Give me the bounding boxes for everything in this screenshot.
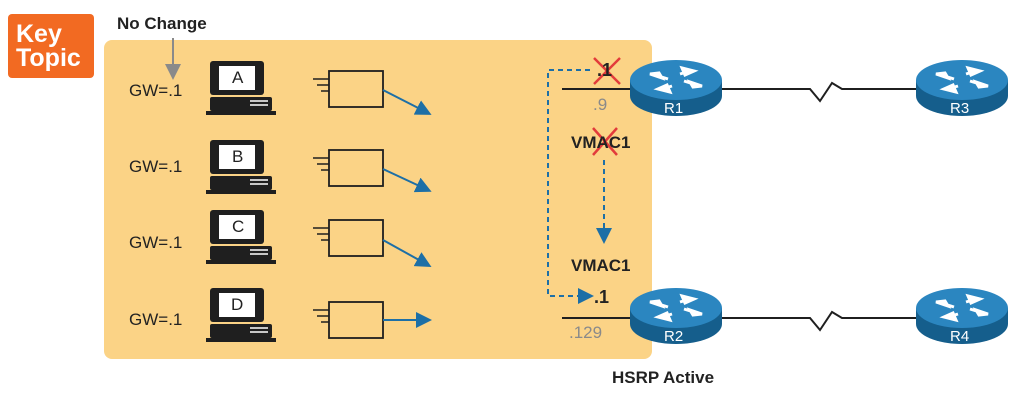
r1-r3-serial-link xyxy=(720,81,920,103)
r3-name: R3 xyxy=(950,100,970,117)
frame-b-icon xyxy=(312,149,384,187)
r2-r4-serial-link xyxy=(720,310,920,332)
r2-vmac: VMAC1 xyxy=(571,256,631,275)
r2-name: R2 xyxy=(664,328,684,345)
host-a-gateway: GW=.1 xyxy=(129,81,183,100)
host-d-gateway: GW=.1 xyxy=(129,310,183,329)
vip-removed-x-mark xyxy=(593,57,621,85)
r1-vmac: VMAC1 xyxy=(571,133,631,152)
frame-a-arrow xyxy=(382,89,432,115)
host-c-gateway: GW=.1 xyxy=(129,233,183,252)
frame-a-icon xyxy=(312,70,384,108)
frame-d-icon xyxy=(312,301,384,339)
key-topic-badge: Key Topic xyxy=(8,14,94,78)
key-topic-line2: Topic xyxy=(16,44,81,72)
r1-name: R1 xyxy=(664,100,684,117)
r2-virtual-ip: .1 xyxy=(594,287,610,307)
no-change-label: No Change xyxy=(117,14,207,33)
r1-interface-address: .9 xyxy=(593,95,608,114)
r1-virtual-ip: .1 xyxy=(597,60,613,80)
host-b-gateway: GW=.1 xyxy=(129,157,183,176)
frame-c-icon xyxy=(312,219,384,257)
r4-name: R4 xyxy=(950,328,970,345)
vip-migration-path xyxy=(547,69,594,304)
host-c-label: C xyxy=(232,217,245,236)
key-topic-line1: Key xyxy=(16,20,62,48)
frame-c-arrow xyxy=(382,239,432,267)
lan-area-panel xyxy=(104,40,652,359)
frame-b-arrow xyxy=(382,168,432,193)
hsrp-active-label: HSRP Active xyxy=(612,368,715,387)
r2-interface-address: .129 xyxy=(569,323,603,342)
host-a-label: A xyxy=(232,68,244,87)
host-d-label: D xyxy=(231,295,244,314)
host-b-label: B xyxy=(232,147,244,166)
vmac-removed-x-mark xyxy=(592,127,618,156)
